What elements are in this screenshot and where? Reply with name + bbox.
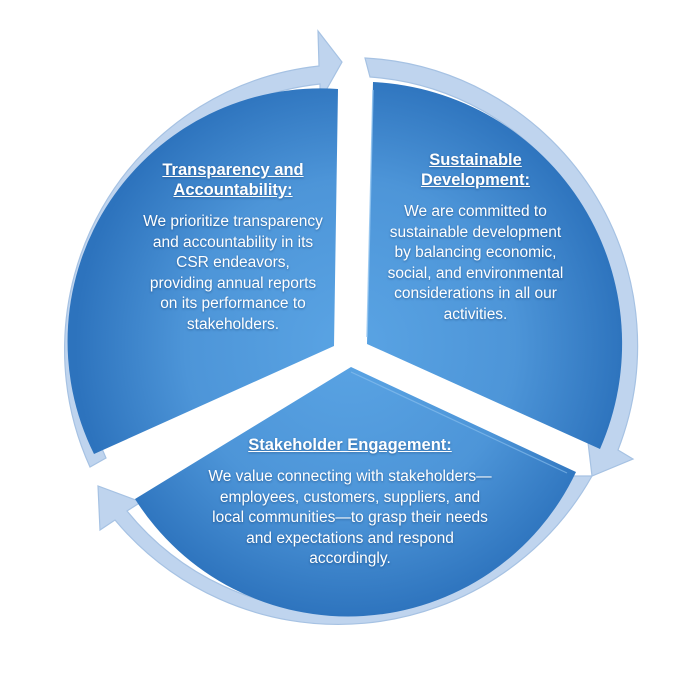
sustainable-text: Sustainable Development: We are committe…	[383, 150, 568, 325]
segment-stakeholder	[135, 367, 576, 617]
transparency-body: We prioritize transparency and accountab…	[143, 213, 323, 333]
segment-sustainable	[367, 82, 623, 449]
stakeholder-body: We value connecting with stakeholders—em…	[208, 468, 492, 567]
transparency-title: Transparency and Accountability:	[162, 161, 304, 199]
stakeholder-text: Stakeholder Engagement: We value connect…	[200, 435, 500, 570]
sustainable-title: Sustainable Development:	[420, 151, 531, 189]
stakeholder-title: Stakeholder Engagement:	[248, 436, 452, 454]
sustainable-body: We are committed to sustainable developm…	[387, 203, 564, 323]
segment-transparency	[67, 88, 338, 455]
transparency-text: Transparency and Accountability: We prio…	[143, 160, 323, 335]
